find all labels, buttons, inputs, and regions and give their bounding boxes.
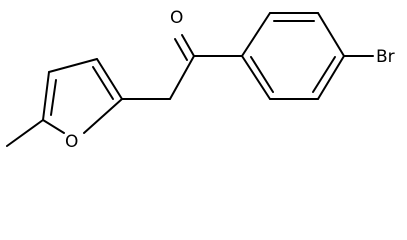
- ring-oxygen-label: O: [65, 132, 78, 152]
- molecule-svg: Br O O: [6, 8, 395, 152]
- double-bond-inner: [312, 56, 336, 93]
- bond: [317, 12, 345, 57]
- bond: [241, 12, 271, 57]
- carbonyl-oxygen-label: O: [170, 8, 183, 28]
- bond: [317, 55, 345, 100]
- furan-ring: [42, 58, 123, 134]
- carbonyl-double-bond-a: [181, 34, 195, 57]
- double-bond-inner: [92, 66, 114, 100]
- bond: [48, 58, 98, 73]
- bond: [42, 119, 65, 134]
- bond: [96, 58, 123, 100]
- double-bond-inner: [250, 56, 274, 93]
- structure-diagram: Br O O: [6, 8, 395, 152]
- methyl-bond: [6, 119, 44, 147]
- bromine-label: Br: [376, 47, 395, 67]
- bond: [83, 98, 123, 134]
- carbonyl-double-bond-b: [174, 38, 188, 61]
- bromophenyl-ring: [241, 12, 345, 100]
- ch2-bond: [169, 55, 195, 100]
- bond: [241, 55, 271, 100]
- double-bond-inner: [50, 79, 57, 116]
- bond: [42, 71, 50, 121]
